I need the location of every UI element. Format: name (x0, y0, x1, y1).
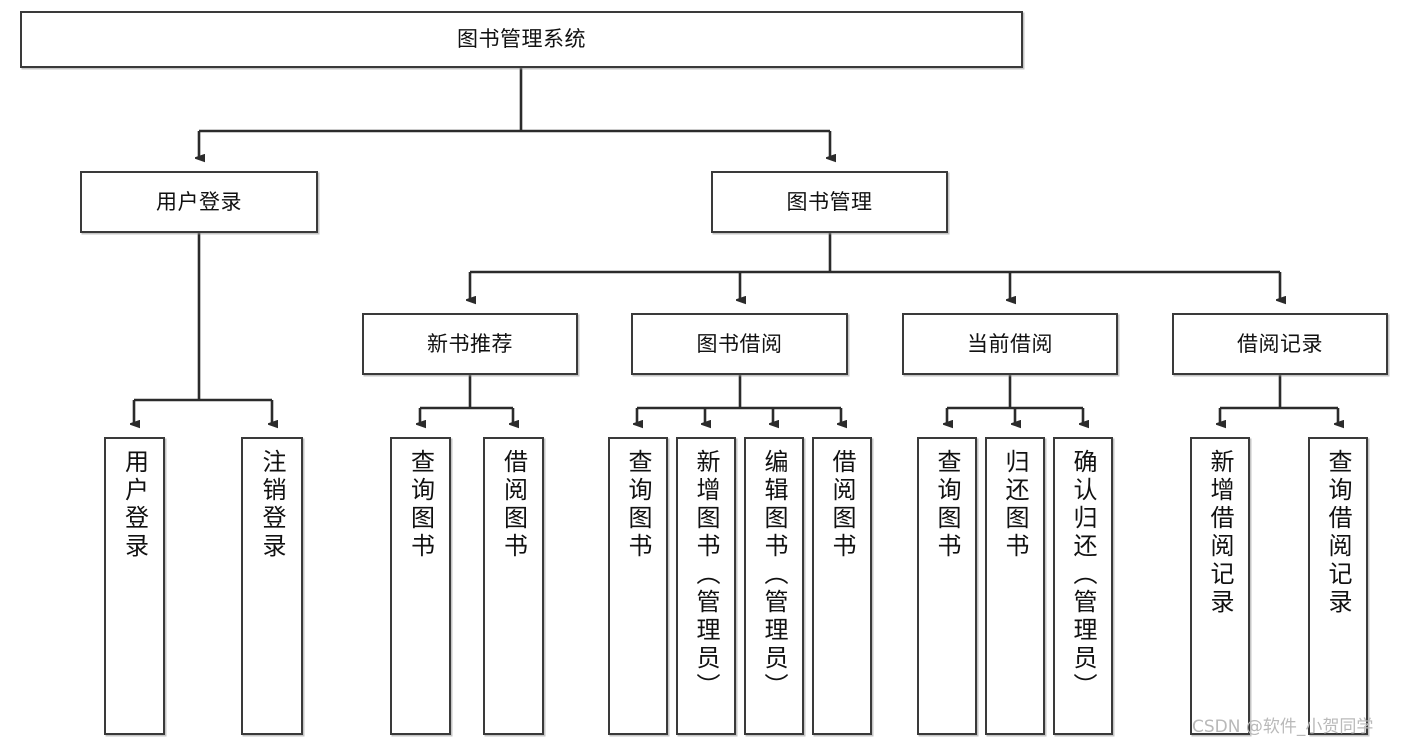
node-book-management[interactable]: 图书管理 (711, 171, 948, 233)
leaf-label: 查询图书 (933, 449, 961, 561)
node-current-borrow[interactable]: 当前借阅 (902, 313, 1118, 375)
leaf-label: 新增借阅记录 (1206, 449, 1234, 617)
leaf-label: 借阅图书 (828, 449, 856, 561)
leaf-borrow-record-query[interactable]: 查询借阅记录 (1308, 437, 1368, 735)
leaf-user-login-signin[interactable]: 用户登录 (104, 437, 165, 735)
leaf-book-borrow-borrow[interactable]: 借阅图书 (812, 437, 872, 735)
csdn-watermark: CSDN @软件_小贺同学 (1192, 717, 1374, 737)
node-root[interactable]: 图书管理系统 (20, 11, 1023, 68)
leaf-book-borrow-add[interactable]: 新增图书（管理员） (676, 437, 736, 735)
node-user-login-label: 用户登录 (156, 189, 242, 214)
leaf-new-book-borrow[interactable]: 借阅图书 (483, 437, 544, 735)
leaf-current-borrow-return[interactable]: 归还图书 (985, 437, 1045, 735)
leaf-book-borrow-edit[interactable]: 编辑图书（管理员） (744, 437, 804, 735)
node-book-borrow-label: 图书借阅 (696, 331, 783, 356)
node-user-login[interactable]: 用户登录 (80, 171, 318, 233)
node-root-label: 图书管理系统 (457, 27, 586, 52)
leaf-label: 用户登录 (120, 449, 149, 561)
leaf-user-login-signout[interactable]: 注销登录 (241, 437, 303, 735)
node-new-book-recommend[interactable]: 新书推荐 (362, 313, 578, 375)
leaf-label: 编辑图书（管理员） (760, 449, 788, 701)
node-borrow-record[interactable]: 借阅记录 (1172, 313, 1388, 375)
leaf-label: 查询图书 (624, 449, 652, 561)
leaf-label: 查询借阅记录 (1324, 449, 1352, 617)
leaf-label: 新增图书（管理员） (692, 449, 720, 701)
leaf-current-borrow-query[interactable]: 查询图书 (917, 437, 977, 735)
leaf-book-borrow-query[interactable]: 查询图书 (608, 437, 668, 735)
node-book-borrow[interactable]: 图书借阅 (631, 313, 848, 375)
leaf-new-book-query[interactable]: 查询图书 (390, 437, 451, 735)
leaf-label: 注销登录 (258, 449, 286, 561)
leaf-label: 确认归还（管理员） (1069, 449, 1097, 701)
leaf-current-borrow-confirm-return[interactable]: 确认归还（管理员） (1053, 437, 1113, 735)
leaf-label: 归还图书 (1001, 449, 1029, 561)
leaf-label: 查询图书 (406, 449, 435, 561)
leaf-label: 借阅图书 (499, 449, 528, 561)
leaf-borrow-record-add[interactable]: 新增借阅记录 (1190, 437, 1250, 735)
node-borrow-record-label: 借阅记录 (1237, 331, 1323, 356)
node-new-book-recommend-label: 新书推荐 (427, 331, 513, 356)
node-book-management-label: 图书管理 (786, 189, 873, 214)
node-current-borrow-label: 当前借阅 (967, 331, 1053, 356)
